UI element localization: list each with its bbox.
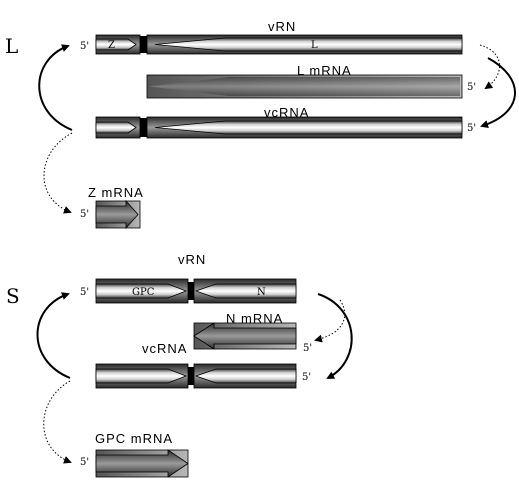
l-vcrna-l-arrow (154, 120, 463, 135)
s-vcrna-gpc-arrow (95, 368, 188, 384)
l-mrna-strand: L mRNA 5' (146, 63, 476, 99)
l-vrn-z-gene-arrow (95, 38, 137, 51)
s-n-mrna-five-prime: 5' (303, 343, 312, 354)
l-vcrna-igr-block (140, 118, 147, 137)
s-left-transcription-arrow (43, 380, 72, 464)
l-vrn-gene-z-label: Z (108, 40, 115, 51)
s-vcrna-igr-block (188, 367, 194, 385)
l-z-mrna-five-prime: 5' (80, 209, 89, 220)
s-vrn-label: vRN (178, 252, 206, 267)
l-segment: L vRN 5' Z L L mRNA 5' vcRNA (5, 19, 516, 230)
l-vcrna-strand: vcRNA 5' (95, 105, 476, 139)
s-gpc-mrna-strand: GPC mRNA 5' (80, 431, 189, 478)
s-n-mrna-arrow (193, 322, 297, 350)
s-vcrna-five-prime: 5' (302, 372, 311, 383)
l-vcrna-five-prime: 5' (467, 123, 476, 134)
l-right-transcription-arrow (479, 44, 501, 90)
l-right-replication-arrow (480, 57, 516, 128)
l-vcrna-z-arrow (95, 121, 137, 134)
s-vcrna-n-arrow (194, 368, 297, 384)
l-z-mrna-arrow (95, 199, 139, 230)
l-z-mrna-strand: Z mRNA 5' (80, 185, 144, 230)
s-gpc-mrna-arrow (95, 449, 189, 478)
l-vrn-gene-l-label: L (311, 40, 318, 51)
l-left-replication-arrow (38, 44, 73, 131)
s-gpc-mrna-five-prime: 5' (80, 457, 89, 468)
s-vrn-five-prime: 5' (80, 287, 89, 298)
s-vrn-n-arrow (194, 283, 297, 299)
s-right-replication-arrow (317, 293, 353, 379)
s-segment: S vRN 5' GPC N N mRNA 5' vcRNA (6, 252, 353, 478)
s-segment-label: S (6, 284, 20, 308)
s-vrn-strand: vRN 5' GPC N (80, 252, 297, 304)
s-left-replication-arrow (36, 292, 71, 379)
s-vcrna-label: vcRNA (142, 341, 187, 356)
l-vrn-l-gene-arrow (154, 37, 463, 52)
l-vrn-five-prime: 5' (80, 41, 89, 52)
s-vrn-igr-block (188, 282, 194, 300)
l-left-transcription-arrow (43, 132, 73, 214)
l-vrn-label: vRN (268, 19, 296, 34)
l-z-mrna-label: Z mRNA (88, 185, 144, 200)
s-vrn-gpc-arrow (95, 283, 188, 299)
s-vrn-gene-gpc-label: GPC (132, 287, 155, 298)
l-mrna-arrow (149, 77, 460, 96)
l-mrna-five-prime: 5' (467, 82, 476, 93)
s-n-mrna-label: N mRNA (226, 311, 283, 326)
l-vrn-igr-block (140, 36, 147, 53)
s-vcrna-strand: vcRNA 5' (95, 341, 311, 389)
s-vrn-gene-n-label: N (257, 287, 266, 298)
l-vrn-strand: vRN 5' Z L (80, 19, 463, 55)
s-right-transcription-arrow (314, 299, 346, 343)
s-gpc-mrna-label: GPC mRNA (95, 431, 173, 446)
s-n-mrna-strand: N mRNA 5' (193, 311, 312, 354)
l-segment-label: L (5, 34, 18, 58)
l-vcrna-label: vcRNA (264, 105, 309, 120)
l-mrna-label: L mRNA (297, 63, 352, 78)
